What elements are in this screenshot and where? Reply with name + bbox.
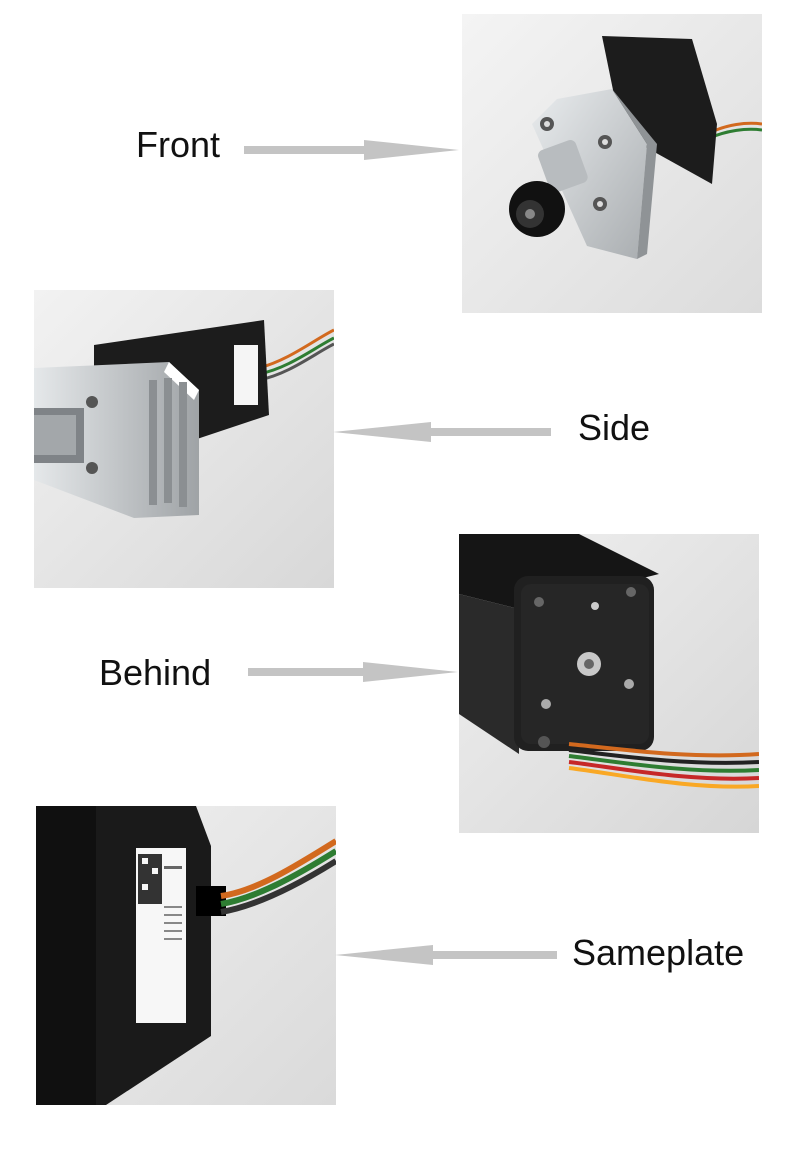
- arrow-right-icon: [244, 138, 459, 162]
- photo-nameplate-view: [36, 806, 336, 1105]
- photo-behind-view: [459, 534, 759, 833]
- label-behind: Behind: [99, 652, 212, 693]
- label-front: Front: [136, 124, 221, 165]
- photo-side-view: [34, 290, 334, 588]
- label-sameplate: Sameplate: [572, 932, 745, 973]
- label-side: Side: [578, 407, 651, 448]
- photo-front-view: [462, 14, 762, 313]
- arrow-left-icon: [335, 943, 557, 967]
- arrow-right-icon: [248, 660, 458, 684]
- arrow-left-icon: [333, 420, 551, 444]
